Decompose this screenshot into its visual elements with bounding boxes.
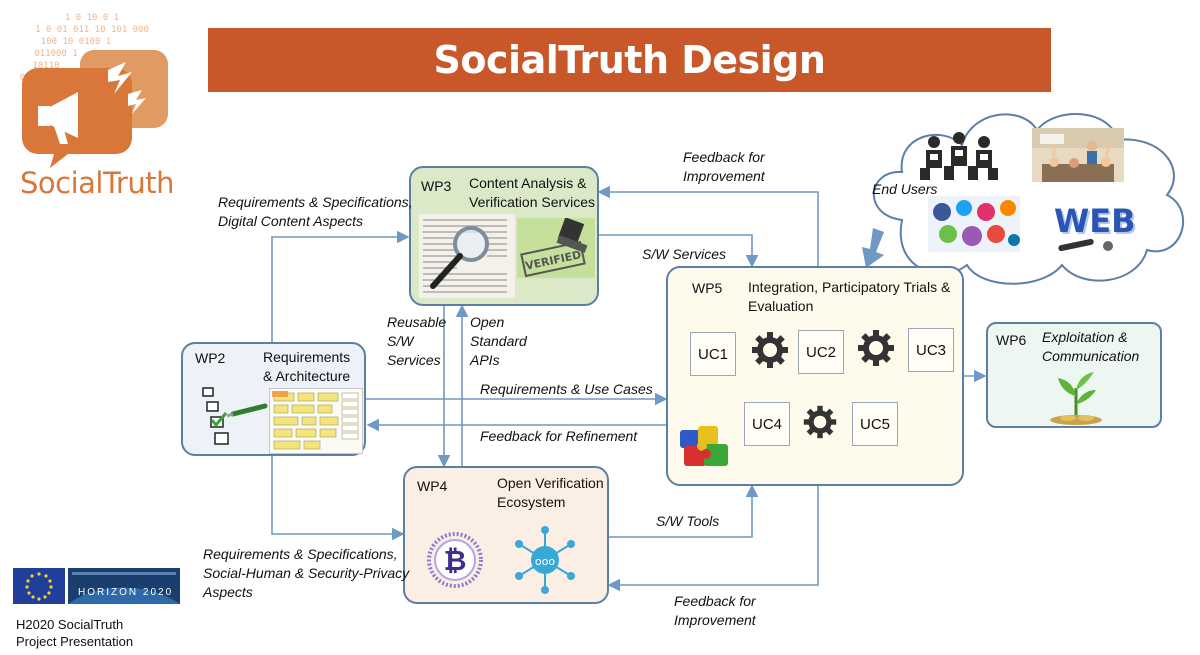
- label-req-spec-bottom-1: Requirements & Specifications,: [203, 546, 398, 562]
- arrow-wp5-feedback-wp3: [597, 185, 819, 266]
- label-req-use-cases: Requirements & Use Cases: [480, 381, 653, 397]
- wp5-title-line2: Evaluation: [748, 298, 814, 314]
- label-open-apis-1: Open: [470, 314, 505, 330]
- label-reusable-3: Services: [387, 352, 441, 368]
- label-open-apis-2: Standard: [470, 333, 527, 349]
- eu-flag-icon: [13, 568, 65, 604]
- horizon-2020-logo: HORIZON 2020: [68, 568, 180, 604]
- svg-text:ooo: ooo: [535, 555, 555, 568]
- label-sw-tools: S/W Tools: [656, 513, 720, 529]
- page-title: SocialTruth Design: [433, 38, 826, 82]
- wp2-title-line1: Requirements: [263, 349, 351, 365]
- label-sw-services: S/W Services: [642, 246, 727, 262]
- logo-binary-3: 100 10 0100 1: [41, 37, 111, 47]
- bitcoin-network-icon: ₿: [425, 530, 485, 590]
- wp6-code: WP6: [996, 332, 1027, 348]
- label-reusable-1: Reusable: [387, 314, 447, 330]
- wp4-title-line1: Open Verification: [497, 475, 604, 491]
- wp3-box: WP3 Content Analysis & Verification Serv…: [409, 166, 599, 306]
- wp5-title-line1: Integration, Participatory Trials &: [748, 279, 951, 295]
- arrow-end-users-to-wp5: [862, 228, 884, 268]
- label-feedback-bottom-1: Feedback for: [674, 593, 756, 609]
- logo-binary-5: 10110: [32, 61, 59, 71]
- web-text: WEB: [1054, 202, 1136, 240]
- use-case-uc5: UC5: [852, 402, 898, 446]
- wp4-box: WP4 Open Verification Ecosystem ₿ ooo: [403, 466, 609, 604]
- label-reusable-2: S/W: [387, 333, 414, 349]
- label-req-spec-bottom-2: Social-Human & Security-Privacy: [203, 565, 410, 581]
- label-req-spec-bottom-3: Aspects: [203, 584, 253, 600]
- architecture-sheet-icon: [269, 388, 363, 454]
- arrow-wp3-to-wp5: [599, 234, 759, 268]
- wp2-box: WP2 Requirements & Architecture: [181, 342, 366, 456]
- logo-graphic: 1 0 10 0 1 1 0 01 011 10 101 000 100 10 …: [20, 13, 168, 168]
- end-users-label: End Users: [872, 181, 938, 197]
- arrow-wp5-feedback-wp4: [607, 486, 819, 592]
- wp6-title-line1: Exploitation &: [1042, 329, 1128, 345]
- use-case-uc1: UC1: [690, 332, 736, 376]
- label-feedback-top-2: Improvement: [683, 168, 765, 184]
- web-icon: WEB: [1050, 198, 1140, 254]
- logo-wordmark: SocialTruth: [20, 166, 175, 200]
- gear-icon: [803, 405, 837, 439]
- label-open-apis-3: APIs: [470, 352, 500, 368]
- label-feedback-bottom-2: Improvement: [674, 612, 756, 628]
- logo: 1 0 10 0 1 1 0 01 011 10 101 000 100 10 …: [16, 8, 176, 200]
- use-case-uc3: UC3: [908, 328, 954, 372]
- social-media-icon: [928, 196, 1020, 252]
- wp4-title-line2: Ecosystem: [497, 494, 566, 510]
- wp6-box: WP6 Exploitation & Communication: [986, 322, 1162, 428]
- people-icon: [914, 128, 1004, 184]
- network-hub-icon: ooo: [511, 526, 579, 594]
- arrow-wp2-to-wp4: [271, 456, 405, 541]
- horizon-text: HORIZON 2020: [78, 587, 174, 598]
- logo-binary-2: 1 0 01 011 10 101 000: [35, 25, 149, 35]
- wp2-code: WP2: [195, 350, 226, 366]
- verified-stamp-icon: VERIFIED: [517, 217, 595, 278]
- arrow-wp2-to-wp3: [271, 230, 410, 342]
- wp3-title-line2: Verification Services: [469, 194, 596, 210]
- arrow-wp4-to-wp5: [609, 484, 759, 538]
- title-banner: SocialTruth Design: [208, 28, 1051, 92]
- wp4-code: WP4: [417, 478, 448, 494]
- use-case-uc4: UC4: [744, 402, 790, 446]
- end-users-cloud: WEB End Users: [862, 100, 1197, 290]
- wp3-title-line1: Content Analysis &: [469, 175, 587, 191]
- newspaper-magnifier-icon: [417, 214, 517, 300]
- use-case-uc2: UC2: [798, 330, 844, 374]
- classroom-photo: [1032, 128, 1124, 182]
- gear-icon: [858, 330, 894, 366]
- svg-text:₿: ₿: [444, 544, 467, 577]
- footer-line2: Project Presentation: [16, 634, 134, 649]
- gear-icon: [752, 332, 788, 368]
- logo-binary-1: 1 0 10 0 1: [65, 13, 119, 23]
- wp6-title-line2: Communication: [1042, 348, 1140, 364]
- logo-binary-4: 011000 1: [34, 49, 77, 59]
- label-req-spec-top-1: Requirements & Specifications,: [218, 194, 413, 210]
- wp2-title-line2: & Architecture: [263, 368, 351, 384]
- puzzle-icon: [680, 426, 728, 466]
- money-plant-icon: [1050, 372, 1102, 425]
- footer-line1: H2020 SocialTruth: [16, 617, 124, 632]
- checklist-icon: [197, 384, 271, 452]
- label-feedback-top-1: Feedback for: [683, 149, 765, 165]
- label-req-spec-top-2: Digital Content Aspects: [218, 213, 363, 229]
- wp3-code: WP3: [421, 178, 452, 194]
- label-feedback-refinement: Feedback for Refinement: [480, 428, 638, 444]
- wp5-box: WP5 Integration, Participatory Trials & …: [666, 266, 964, 486]
- wp5-code: WP5: [692, 280, 723, 296]
